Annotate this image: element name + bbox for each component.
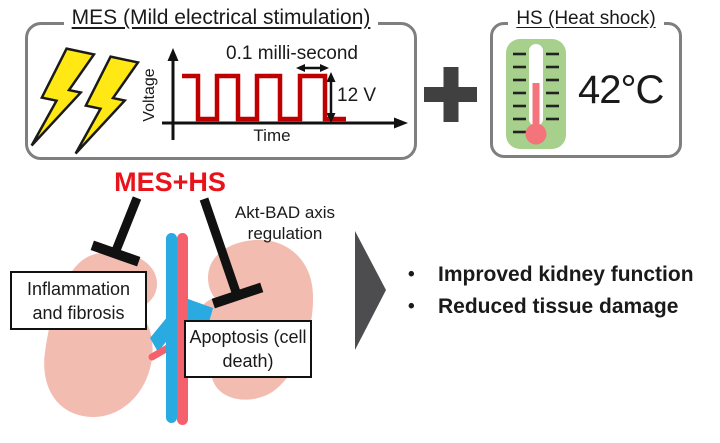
outcome-item-2-text: Reduced tissue damage bbox=[438, 295, 679, 318]
result-arrow-triangle bbox=[355, 231, 386, 350]
bullet-icon: • bbox=[408, 264, 415, 285]
waveform-chart bbox=[162, 48, 408, 140]
waveform-xlabel: Time bbox=[253, 126, 291, 145]
plus-horizontal-bar bbox=[424, 87, 477, 102]
treatment-label: MES+HS bbox=[114, 167, 226, 197]
thermometer-icon bbox=[506, 39, 566, 149]
square-wave-trace bbox=[182, 73, 346, 122]
pathway-note: Akt-BAD axis regulation bbox=[234, 203, 336, 243]
mes-panel-title: MES (Mild electrical stimulation) bbox=[25, 6, 417, 30]
inhibitor-left-cap bbox=[90, 240, 141, 267]
pulse-width-label: 0.1 milli-second bbox=[226, 43, 358, 64]
thermometer-mercury bbox=[532, 83, 540, 129]
outcome-item-2: • Reduced tissue damage bbox=[400, 291, 718, 323]
hs-panel-title-text: HS (Heat shock) bbox=[508, 8, 664, 30]
mes-panel-title-text: MES (Mild electrical stimulation) bbox=[63, 6, 379, 30]
outcomes-list: • Improved kidney function • Reduced tis… bbox=[400, 259, 718, 323]
hs-panel-title: HS (Heat shock) bbox=[490, 8, 682, 30]
bullet-icon: • bbox=[408, 296, 415, 317]
pulse-width-arrowhead-left bbox=[296, 64, 305, 72]
lightning-bolt-left bbox=[30, 47, 97, 147]
inhibitor-right-cap bbox=[211, 282, 264, 309]
apoptosis-text: Apoptosis (cell death) bbox=[189, 327, 307, 371]
plus-icon bbox=[424, 67, 477, 122]
apoptosis-box: Apoptosis (cell death) bbox=[184, 320, 312, 378]
x-axis-arrowhead bbox=[394, 117, 408, 129]
thermometer-ticks bbox=[513, 52, 559, 134]
amplitude-arrowhead-top bbox=[326, 72, 336, 82]
amplitude-arrowhead-bottom bbox=[326, 113, 336, 123]
lightning-bolt-right bbox=[74, 55, 140, 155]
pulse-width-arrowhead-right bbox=[320, 64, 329, 72]
outcome-item-1: • Improved kidney function bbox=[400, 259, 718, 291]
outcome-item-1-text: Improved kidney function bbox=[438, 263, 694, 286]
inhibitor-right-line bbox=[199, 197, 242, 297]
y-axis-arrowhead bbox=[167, 48, 179, 61]
result-arrow-icon bbox=[355, 231, 386, 350]
inflammation-fibrosis-text: Inflammation and fibrosis bbox=[26, 278, 131, 323]
inhibitor-left-line bbox=[110, 196, 142, 255]
vein-main bbox=[166, 233, 177, 423]
amplitude-label: 12 V bbox=[337, 85, 377, 106]
lightning-bolts-icon bbox=[30, 47, 140, 155]
temperature-value: 42°C bbox=[578, 68, 664, 112]
inflammation-fibrosis-box: Inflammation and fibrosis bbox=[10, 271, 147, 330]
thermometer-bulb bbox=[525, 123, 547, 145]
